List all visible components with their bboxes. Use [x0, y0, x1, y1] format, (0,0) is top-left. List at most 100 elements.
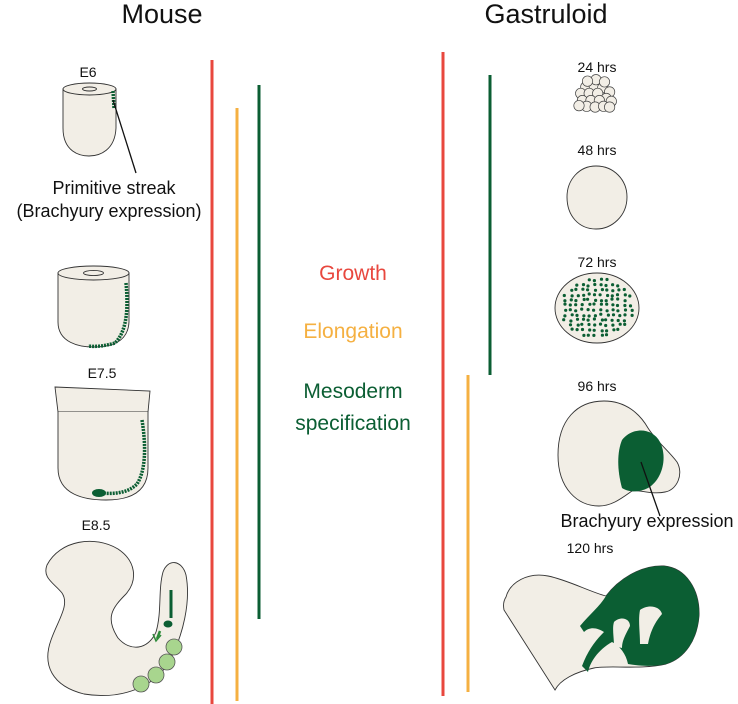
brachyury-dot: [568, 308, 572, 312]
brachyury-dot: [586, 308, 590, 312]
brachyury-dot: [610, 318, 614, 322]
brachyury-dot: [610, 297, 614, 301]
brachyury-dot: [588, 328, 592, 332]
brachyury-dot: [568, 323, 573, 327]
brachyury-dot: [562, 318, 566, 322]
brachyury-dot: [569, 298, 573, 302]
brachyury-dot: [599, 308, 603, 312]
brachyury-dot: [611, 323, 615, 327]
brachyury-dot: [606, 313, 611, 317]
brachyury-expression-label-mouse: (Brachyury expression): [16, 201, 201, 221]
brachyury-dot: [592, 293, 597, 297]
brachyury-dot: [605, 302, 609, 306]
cell: [573, 100, 585, 112]
brachyury-dot: [570, 327, 574, 331]
brachyury-dot: [581, 317, 586, 321]
brachyury-dot: [582, 297, 586, 302]
brachyury-dot: [611, 313, 616, 317]
brachyury-dot: [600, 318, 605, 322]
brachyury-dot: [581, 283, 586, 287]
brachyury-dot: [580, 327, 585, 332]
gastruloid-24hrs: [573, 74, 617, 113]
brachyury-dot: [575, 283, 579, 287]
brachyury-dot: [581, 287, 585, 291]
brachyury-dots-72hrs: [562, 277, 634, 337]
brachyury-dot: [582, 293, 586, 297]
brachyury-dot: [616, 309, 620, 313]
brachyury-dot: [622, 319, 627, 323]
brachyury-dot: [604, 333, 609, 337]
brachyury-dot: [575, 317, 580, 321]
brachyury-dot: [600, 333, 605, 337]
primitive-streak-label: Primitive streak: [52, 178, 176, 198]
brachyury-dot: [592, 302, 596, 306]
brachyury-dot: [563, 314, 567, 318]
brachyury-dot: [604, 323, 608, 328]
brachyury-dot: [600, 329, 604, 333]
embryo-intermediate: [57, 265, 130, 349]
brachyury-dot: [592, 279, 597, 283]
brachyury-dot: [611, 283, 615, 287]
brachyury-dot: [586, 318, 590, 322]
legend-elongation: Elongation: [303, 320, 402, 343]
gastruloid-header: Gastruloid: [484, 0, 607, 29]
brachyury-dot: [574, 287, 578, 291]
stage-label-e7-5: E7.5: [88, 365, 117, 381]
brachyury-dot: [617, 288, 621, 292]
brachyury-dot: [570, 288, 574, 292]
brachyury-dot: [593, 314, 598, 318]
brachyury-dot: [630, 313, 634, 317]
brachyury-dot: [599, 299, 604, 303]
embryo-e8-5: [45, 540, 188, 696]
brachyury-dot: [580, 307, 584, 311]
brachyury-dot: [599, 312, 603, 316]
brachyury-dot: [563, 302, 567, 306]
brachyury-dot: [594, 298, 598, 302]
cell: [598, 76, 611, 88]
brachyury-dot: [575, 313, 579, 317]
cell: [604, 101, 616, 113]
brachyury-dot: [582, 314, 586, 318]
brachyury-dot: [562, 293, 566, 298]
brachyury-dot: [568, 303, 572, 307]
brachyury-dot: [623, 322, 627, 326]
brachyury-dot: [611, 303, 615, 307]
brachyury-dot: [623, 308, 628, 312]
stage-label-24hrs: 24 hrs: [578, 59, 617, 75]
brachyury-dot: [576, 294, 580, 298]
brachyury-dot: [623, 313, 627, 317]
brachyury-dot: [616, 318, 620, 323]
brachyury-dot: [592, 308, 596, 312]
brachyury-dot: [580, 322, 584, 326]
brachyury-dot: [605, 288, 609, 292]
stage-label-e6: E6: [79, 64, 96, 80]
brachyury-dot: [630, 308, 634, 312]
brachyury-dot: [586, 288, 590, 292]
brachyury-dot: [611, 289, 615, 293]
brachyury-dot: [580, 303, 584, 307]
stage-label-72hrs: 72 hrs: [578, 254, 617, 270]
brachyury-dot: [616, 284, 620, 288]
brachyury-dot: [593, 282, 597, 287]
brachyury-dot: [586, 297, 590, 301]
brachyury-expression-label-gastruloid: Brachyury expression: [560, 511, 733, 531]
brachyury-dot: [623, 293, 627, 297]
brachyury-dot: [618, 322, 622, 326]
brachyury-dot: [576, 323, 580, 327]
brachyury-dot: [586, 284, 590, 288]
stage-label-e8-5: E8.5: [82, 517, 111, 533]
legend-mesoderm-line2: specification: [295, 412, 411, 435]
brachyury-dot: [599, 277, 604, 281]
gastruloid-96hrs: [557, 400, 681, 507]
brachyury-dot: [605, 277, 609, 282]
brachyury-dot: [598, 322, 603, 326]
brachyury-dot: [616, 327, 620, 331]
brachyury-dot: [593, 323, 597, 327]
gastruloid-72hrs: [554, 272, 640, 344]
brachyury-dot: [574, 303, 578, 307]
brachyury-dot: [615, 303, 620, 308]
brachyury-dot: [588, 302, 592, 306]
brachyury-dot: [599, 302, 604, 306]
